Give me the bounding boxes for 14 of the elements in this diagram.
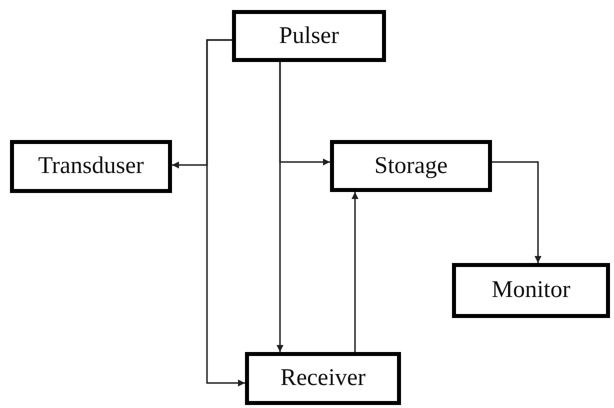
box-label: Receiver (280, 365, 366, 392)
arrow (352, 192, 358, 352)
box-label: Transduser (38, 153, 144, 180)
arrow (206, 39, 245, 386)
process-box (452, 263, 610, 318)
arrow (492, 161, 542, 263)
process-box (245, 352, 401, 405)
arrow (276, 62, 284, 352)
box-label: Storage (374, 152, 448, 180)
process-box (10, 140, 172, 193)
box-label: Monitor (492, 277, 570, 304)
box-label: Pulser (279, 22, 339, 50)
process-box (330, 140, 492, 192)
process-box (232, 10, 386, 62)
